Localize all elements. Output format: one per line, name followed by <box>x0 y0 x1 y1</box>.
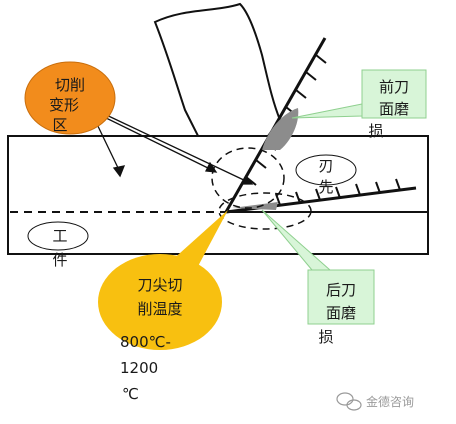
wechat-icon <box>336 392 362 411</box>
flank-wear-label-line1: 后刀 <box>326 281 356 299</box>
temperature-bubble <box>98 254 222 350</box>
workpiece-label-line1: 工 <box>52 227 67 245</box>
deformation-zone-outline <box>211 147 285 209</box>
watermark-text: 金德咨询 <box>366 394 414 409</box>
tool-tip-label-bubble <box>295 154 357 186</box>
deformation-label-line1: 切削 <box>55 76 85 94</box>
contact-zone-outline <box>218 192 312 230</box>
temperature-label-line5: ℃ <box>122 385 139 403</box>
deformation-label-line3: 区 <box>52 116 67 134</box>
rake-wear-crater <box>262 108 299 150</box>
rake-wear-label-line3: 损 <box>368 122 383 140</box>
deformation-label-line2: 变形 <box>49 96 79 114</box>
rake-wear-callout-pointer <box>291 103 363 119</box>
temperature-callout-pointer <box>170 210 228 270</box>
temperature-label-line1: 刀尖切 <box>137 276 182 294</box>
flank-face-hatching <box>275 178 401 206</box>
rake-wear-label-box <box>361 69 427 119</box>
flank-wear-label-box <box>307 269 375 325</box>
rake-wear-label-line1: 前刀 <box>379 78 409 96</box>
rake-wear-label-line2: 面磨 <box>379 100 409 118</box>
flank-wear-label-line3: 损 <box>318 328 333 346</box>
temperature-label-line3: 800℃- <box>120 333 171 351</box>
deformation-zone-bubble <box>24 61 116 135</box>
workpiece-label-bubble <box>27 221 89 251</box>
temperature-label-line4: 1200 <box>120 359 158 377</box>
workpiece-label-line2: 件 <box>52 251 67 269</box>
flank-wear-land <box>232 202 278 210</box>
tool-tip-label-line1: 刃 <box>318 157 333 175</box>
temperature-label-line2: 削温度 <box>137 300 182 318</box>
watermark: 金德咨询 <box>336 392 414 411</box>
deformation-arrows <box>94 111 254 185</box>
tool-tip-label-line2: 先 <box>318 178 333 196</box>
flank-wear-label-line2: 面磨 <box>326 304 356 322</box>
